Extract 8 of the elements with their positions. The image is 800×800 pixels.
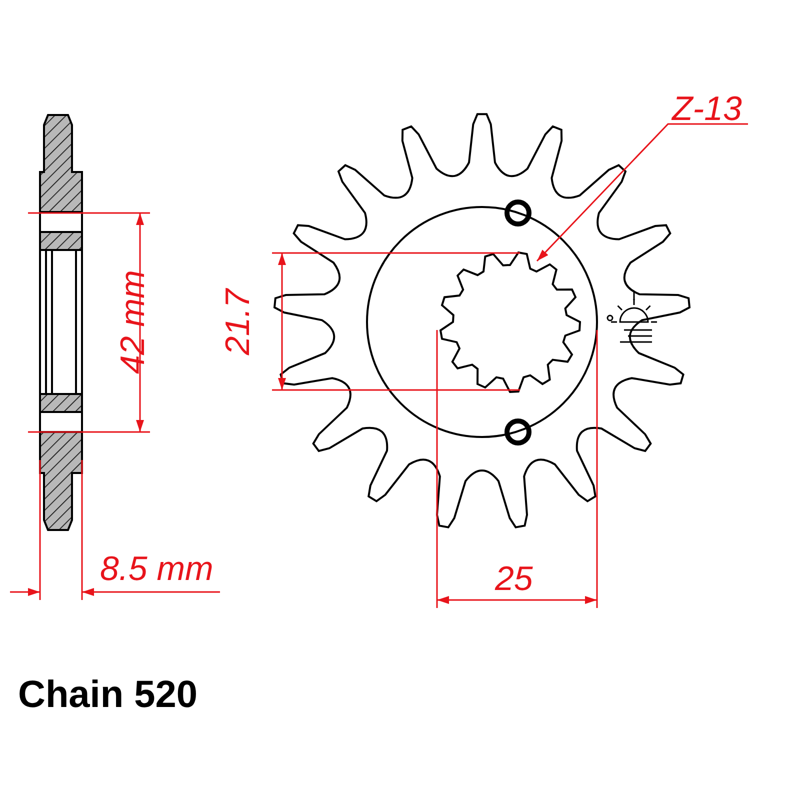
- dimension-label: 42 mm: [116, 270, 150, 374]
- spline-bore: [439, 251, 582, 394]
- leader-line: [536, 123, 748, 262]
- dimension-label: 21.7: [221, 288, 256, 356]
- chain-size-label: Chain 520: [18, 676, 198, 714]
- tooth-count-label: Z-13: [672, 92, 742, 126]
- dimension-label: 25: [495, 562, 533, 596]
- dimension-label: 8.5 mm: [100, 552, 214, 586]
